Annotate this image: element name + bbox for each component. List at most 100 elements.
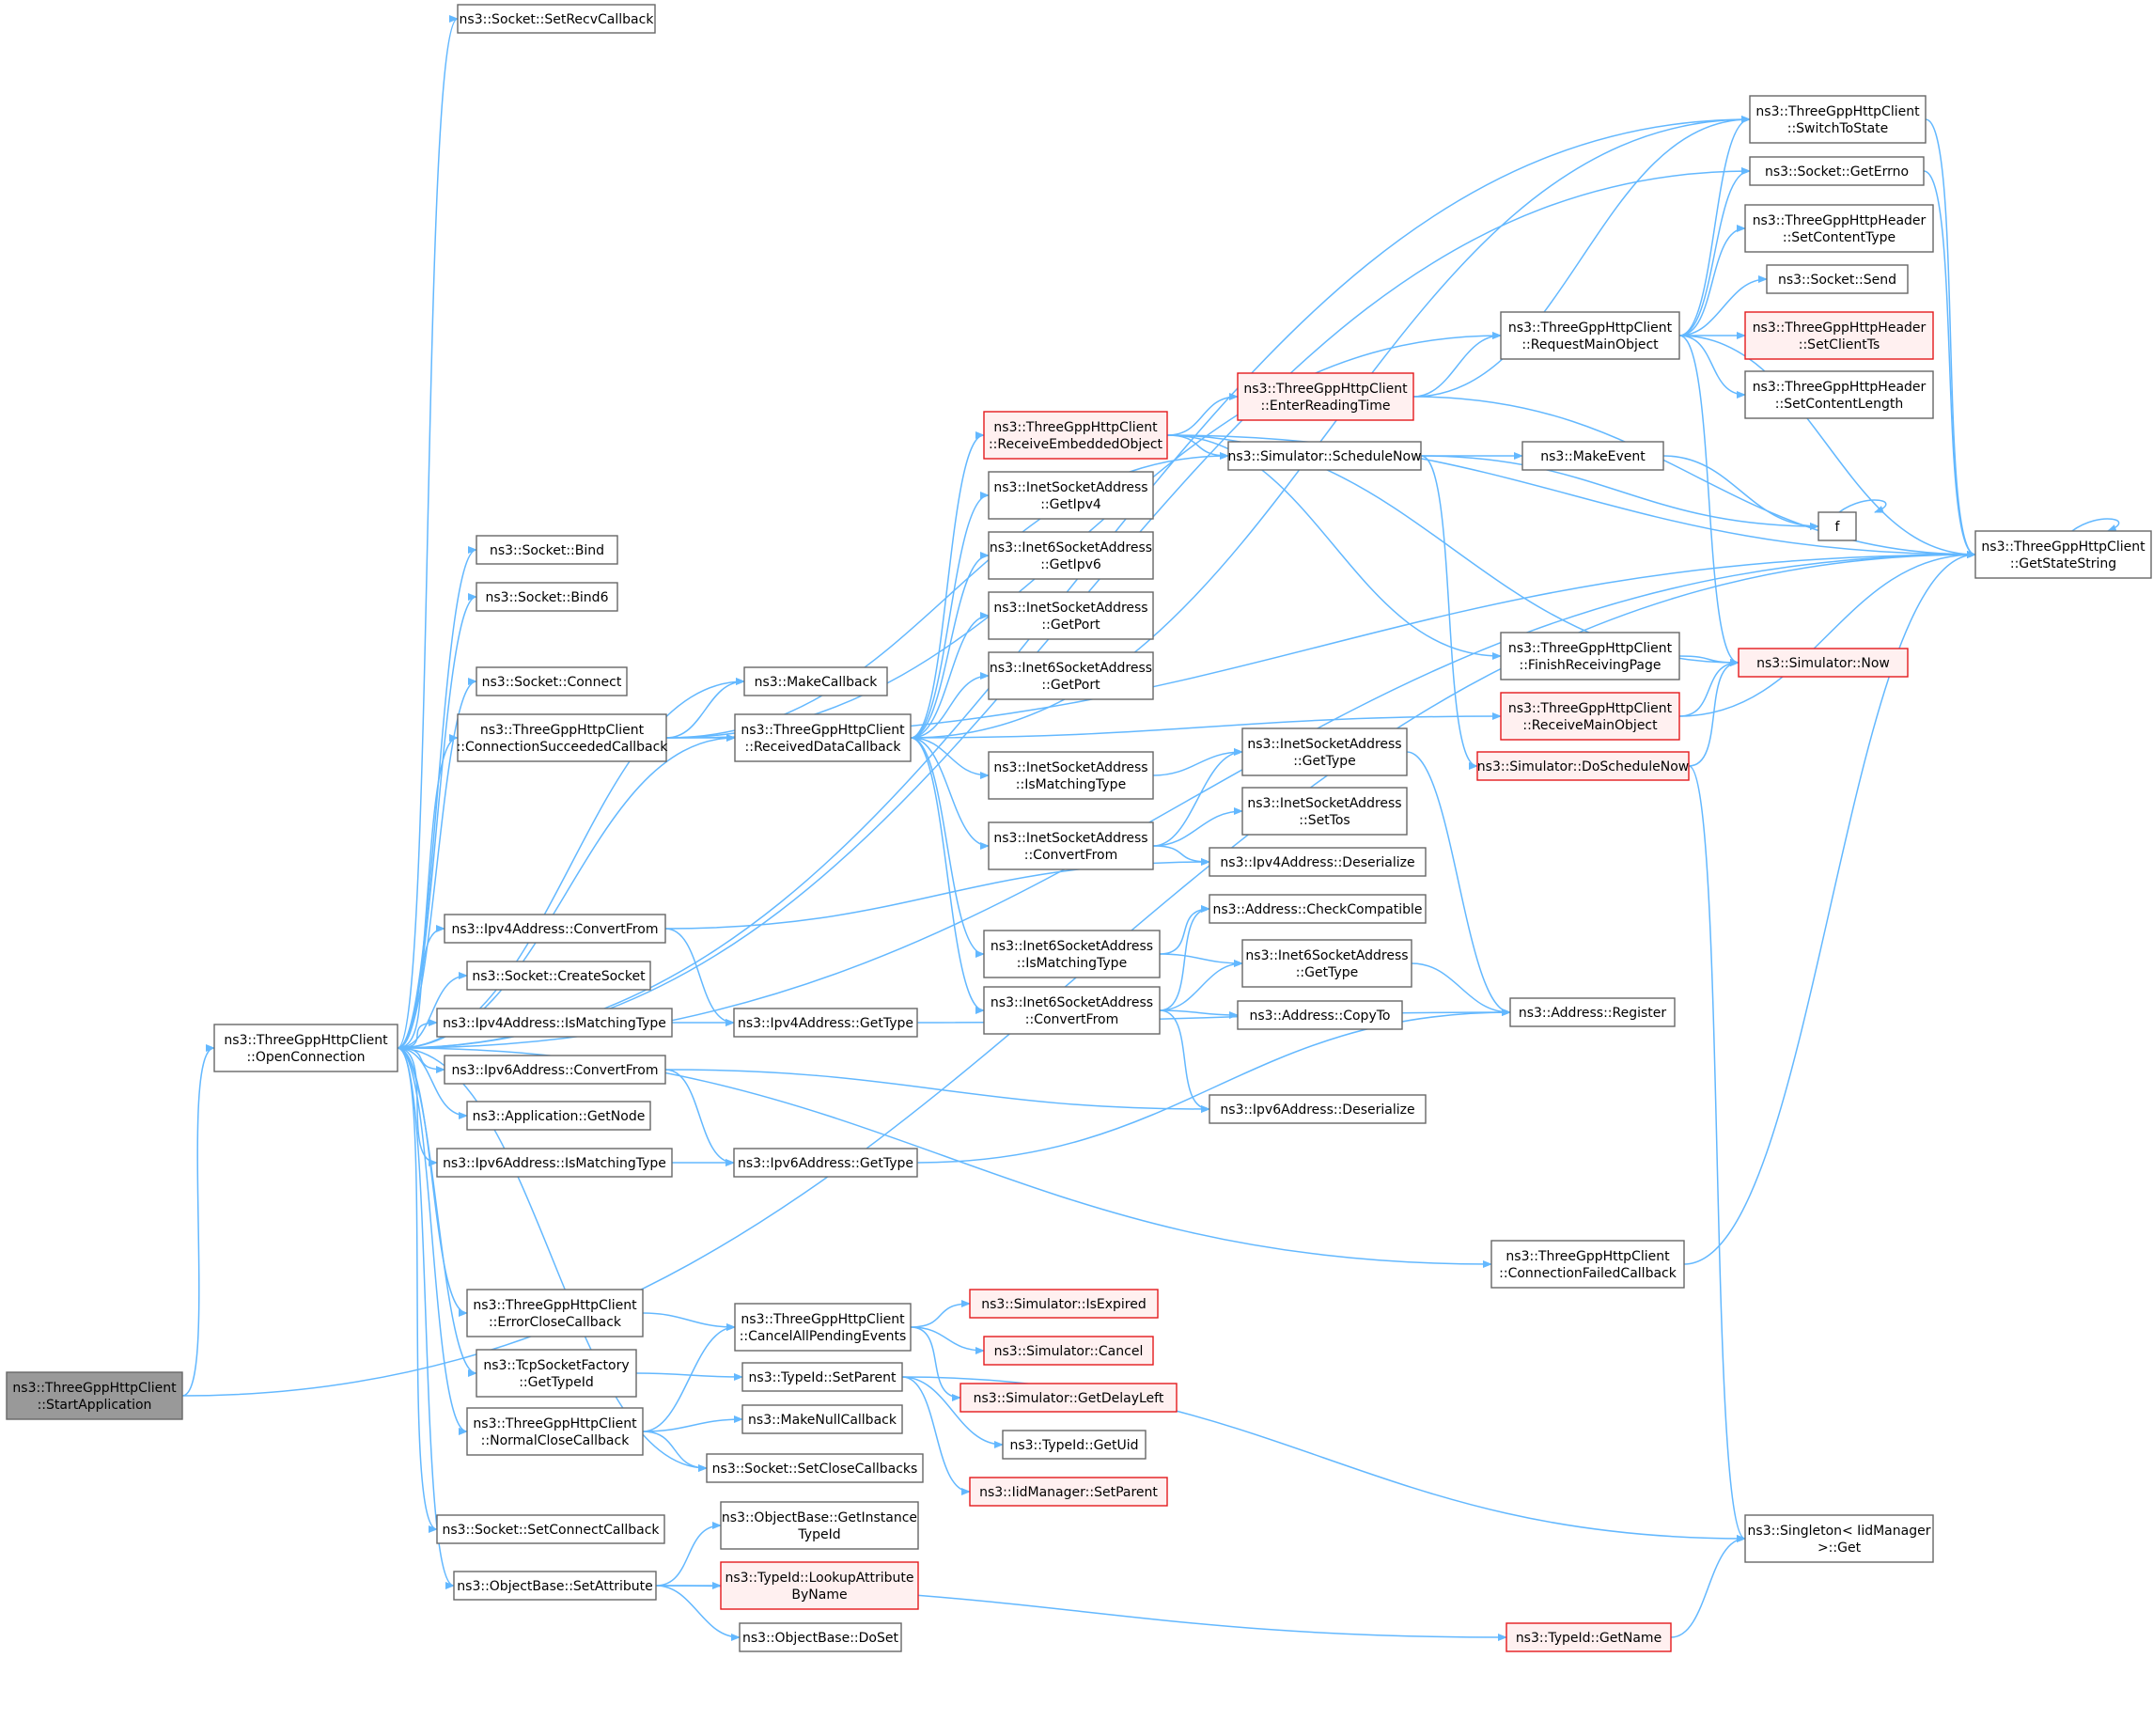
function-node-inet6Conv[interactable]: ns3::Inet6SocketAddress::ConvertFrom — [983, 986, 1161, 1035]
function-node-switchState[interactable]: ns3::ThreeGppHttpClient::SwitchToState — [1749, 95, 1927, 144]
function-node-connFailed[interactable]: ns3::ThreeGppHttpClient::ConnectionFaile… — [1490, 1240, 1685, 1289]
function-node-reqMain[interactable]: ns3::ThreeGppHttpClient::RequestMainObje… — [1500, 311, 1680, 360]
function-node-inetGetType[interactable]: ns3::InetSocketAddress::GetType — [1241, 727, 1408, 776]
function-node-iidSetParent[interactable]: ns3::IidManager::SetParent — [969, 1477, 1168, 1507]
function-node-enterRead[interactable]: ns3::ThreeGppHttpClient::EnterReadingTim… — [1237, 372, 1414, 421]
function-node-makeNullCb[interactable]: ns3::MakeNullCallback — [741, 1404, 903, 1434]
function-node-doSet[interactable]: ns3::ObjectBase::DoSet — [739, 1622, 902, 1652]
call-edge-recvMain-getStateStr — [1678, 551, 1976, 717]
function-node-inetGetIpv4[interactable]: ns3::InetSocketAddress::GetIpv4 — [988, 471, 1154, 520]
function-node-ipv6Conv[interactable]: ns3::Ipv6Address::ConvertFrom — [444, 1055, 666, 1085]
function-node-inet6GetPort[interactable]: ns3::Inet6SocketAddress::GetPort — [988, 651, 1154, 700]
call-edge-ipv6GetType-addrRegister — [916, 1009, 1511, 1164]
function-node-simCancel[interactable]: ns3::Simulator::Cancel — [983, 1336, 1154, 1366]
function-node-ipv4Conv[interactable]: ns3::Ipv4Address::ConvertFrom — [444, 914, 666, 944]
call-edge-open-getNode — [397, 1047, 468, 1119]
function-node-addrRegister[interactable]: ns3::Address::Register — [1509, 997, 1676, 1027]
call-edge-ipv6Conv-ipv6GetType — [664, 1069, 735, 1166]
call-edge-errClose-cancelAll — [642, 1312, 736, 1331]
function-node-simExpired[interactable]: ns3::Simulator::IsExpired — [969, 1289, 1159, 1319]
function-node-hdrSetCType[interactable]: ns3::ThreeGppHttpHeader::SetContentType — [1744, 204, 1934, 253]
function-node-normClose[interactable]: ns3::ThreeGppHttpClient::NormalCloseCall… — [466, 1407, 644, 1456]
function-node-ipv6GetType[interactable]: ns3::Ipv6Address::GetType — [733, 1148, 918, 1178]
function-node-ipv4Match[interactable]: ns3::Ipv4Address::IsMatchingType — [436, 1008, 673, 1038]
function-node-inet6GetIpv6[interactable]: ns3::Inet6SocketAddress::GetIpv6 — [988, 531, 1154, 580]
node-label: ns3::Address::CopyTo — [1250, 1009, 1391, 1024]
function-node-open[interactable]: ns3::ThreeGppHttpClient::OpenConnection — [213, 1024, 398, 1072]
function-node-bind[interactable]: ns3::Socket::Bind — [476, 535, 618, 565]
call-edge-recvData-inet6Match — [910, 737, 985, 958]
function-node-schedNow[interactable]: ns3::Simulator::ScheduleNow — [1227, 441, 1422, 471]
function-node-makeEvent[interactable]: ns3::MakeEvent — [1521, 441, 1664, 471]
node-label: ::CancelAllPendingEvents — [740, 1329, 907, 1344]
call-edge-enterRead-switchState — [1412, 116, 1751, 398]
function-node-setAttr[interactable]: ns3::ObjectBase::SetAttribute — [453, 1571, 657, 1601]
function-node-bind6[interactable]: ns3::Socket::Bind6 — [476, 582, 618, 612]
function-node-recvMain[interactable]: ns3::ThreeGppHttpClient::ReceiveMainObje… — [1500, 692, 1680, 741]
function-node-getUid[interactable]: ns3::TypeId::GetUid — [1002, 1430, 1147, 1460]
function-node-cancelAll[interactable]: ns3::ThreeGppHttpClient::CancelAllPendin… — [734, 1303, 912, 1352]
function-node-addrCopyTo[interactable]: ns3::Address::CopyTo — [1237, 1000, 1403, 1030]
node-label: ::IsMatchingType — [1017, 956, 1127, 971]
node-box — [743, 666, 888, 696]
function-node-addrCheck[interactable]: ns3::Address::CheckCompatible — [1209, 894, 1427, 924]
function-node-setParent[interactable]: ns3::TypeId::SetParent — [741, 1362, 903, 1392]
function-node-recvEmb[interactable]: ns3::ThreeGppHttpClient::ReceiveEmbedded… — [983, 411, 1168, 460]
function-node-errClose[interactable]: ns3::ThreeGppHttpClient::ErrorCloseCallb… — [466, 1289, 644, 1337]
function-node-setConnCb[interactable]: ns3::Socket::SetConnectCallback — [436, 1514, 665, 1544]
function-node-simDelay[interactable]: ns3::Simulator::GetDelayLeft — [959, 1383, 1178, 1413]
function-node-singleton[interactable]: ns3::Singleton< IidManager>::Get — [1744, 1514, 1934, 1563]
function-node-inetConv[interactable]: ns3::InetSocketAddress::ConvertFrom — [988, 821, 1154, 870]
function-node-hdrSetCLen[interactable]: ns3::ThreeGppHttpHeader::SetContentLengt… — [1744, 370, 1934, 419]
node-label: ns3::TcpSocketFactory — [483, 1358, 629, 1373]
function-node-root[interactable]: ns3::ThreeGppHttpClient::StartApplicatio… — [6, 1371, 183, 1420]
function-node-getNode[interactable]: ns3::Application::GetNode — [466, 1101, 651, 1131]
function-node-inetSetTos[interactable]: ns3::InetSocketAddress::SetTos — [1241, 787, 1408, 836]
node-box — [1241, 939, 1412, 988]
function-node-inet6Match[interactable]: ns3::Inet6SocketAddress::IsMatchingType — [983, 930, 1161, 978]
function-node-sockSend[interactable]: ns3::Socket::Send — [1766, 264, 1909, 294]
node-box — [988, 651, 1154, 700]
function-node-connSucc[interactable]: ns3::ThreeGppHttpClient::ConnectionSucce… — [457, 713, 669, 762]
function-node-hdrSetClientTs[interactable]: ns3::ThreeGppHttpHeader::SetClientTs — [1744, 311, 1934, 360]
function-node-ipv6Match[interactable]: ns3::Ipv6Address::IsMatchingType — [436, 1148, 673, 1178]
function-node-getErrno[interactable]: ns3::Socket::GetErrno — [1749, 156, 1925, 186]
node-box — [1744, 1514, 1934, 1563]
node-box — [988, 531, 1154, 580]
node-box — [1744, 204, 1934, 253]
function-node-ipv4GetType[interactable]: ns3::Ipv4Address::GetType — [733, 1008, 918, 1038]
node-label: ::ConvertFrom — [1025, 1012, 1118, 1027]
function-node-makeCb[interactable]: ns3::MakeCallback — [743, 666, 888, 696]
function-node-setCloseCb[interactable]: ns3::Socket::SetCloseCallbacks — [706, 1453, 924, 1483]
call-edge-open-setRecvCb — [397, 15, 459, 1049]
call-edge-inet6Match-addrCheck — [1159, 905, 1210, 955]
function-node-inetMatch[interactable]: ns3::InetSocketAddress::IsMatchingType — [988, 751, 1154, 800]
node-box — [969, 1477, 1168, 1507]
call-edge-recvData-recvEmb — [910, 431, 985, 739]
node-label: ns3::ThreeGppHttpClient — [1755, 104, 1920, 119]
call-edge-normClose-setCloseCb — [642, 1431, 708, 1472]
function-node-setRecvCb[interactable]: ns3::Socket::SetRecvCallback — [457, 4, 656, 34]
function-node-f[interactable]: f — [1818, 511, 1857, 541]
function-node-inetGetPort[interactable]: ns3::InetSocketAddress::GetPort — [988, 591, 1154, 640]
function-node-getName[interactable]: ns3::TypeId::GetName — [1506, 1622, 1672, 1652]
node-label: ns3::Socket::Bind — [490, 543, 604, 558]
function-node-simNow[interactable]: ns3::Simulator::Now — [1738, 648, 1909, 678]
call-edge-recvData-switchState — [910, 116, 1751, 739]
function-node-tcpGetType[interactable]: ns3::TcpSocketFactory::GetTypeId — [476, 1349, 637, 1398]
function-node-doSched[interactable]: ns3::Simulator::DoScheduleNow — [1476, 751, 1690, 781]
function-node-createSock[interactable]: ns3::Socket::CreateSocket — [466, 961, 651, 991]
function-node-ipv6Deser[interactable]: ns3::Ipv6Address::Deserialize — [1209, 1094, 1427, 1124]
node-label: ::FinishReceivingPage — [1519, 658, 1661, 673]
function-node-connect[interactable]: ns3::Socket::Connect — [476, 666, 628, 696]
function-node-getStateStr[interactable]: ns3::ThreeGppHttpClient::GetStateString — [1974, 530, 2152, 579]
node-label: ns3::TypeId::GetName — [1516, 1631, 1662, 1646]
function-node-inet6GetType[interactable]: ns3::Inet6SocketAddress::GetType — [1241, 939, 1412, 988]
node-box — [1237, 372, 1414, 421]
function-node-recvData[interactable]: ns3::ThreeGppHttpClient::ReceivedDataCal… — [734, 713, 912, 762]
function-node-ipv4Deser[interactable]: ns3::Ipv4Address::Deserialize — [1209, 847, 1427, 877]
function-node-finishRecv[interactable]: ns3::ThreeGppHttpClient::FinishReceiving… — [1500, 632, 1680, 680]
node-box — [436, 1148, 673, 1178]
